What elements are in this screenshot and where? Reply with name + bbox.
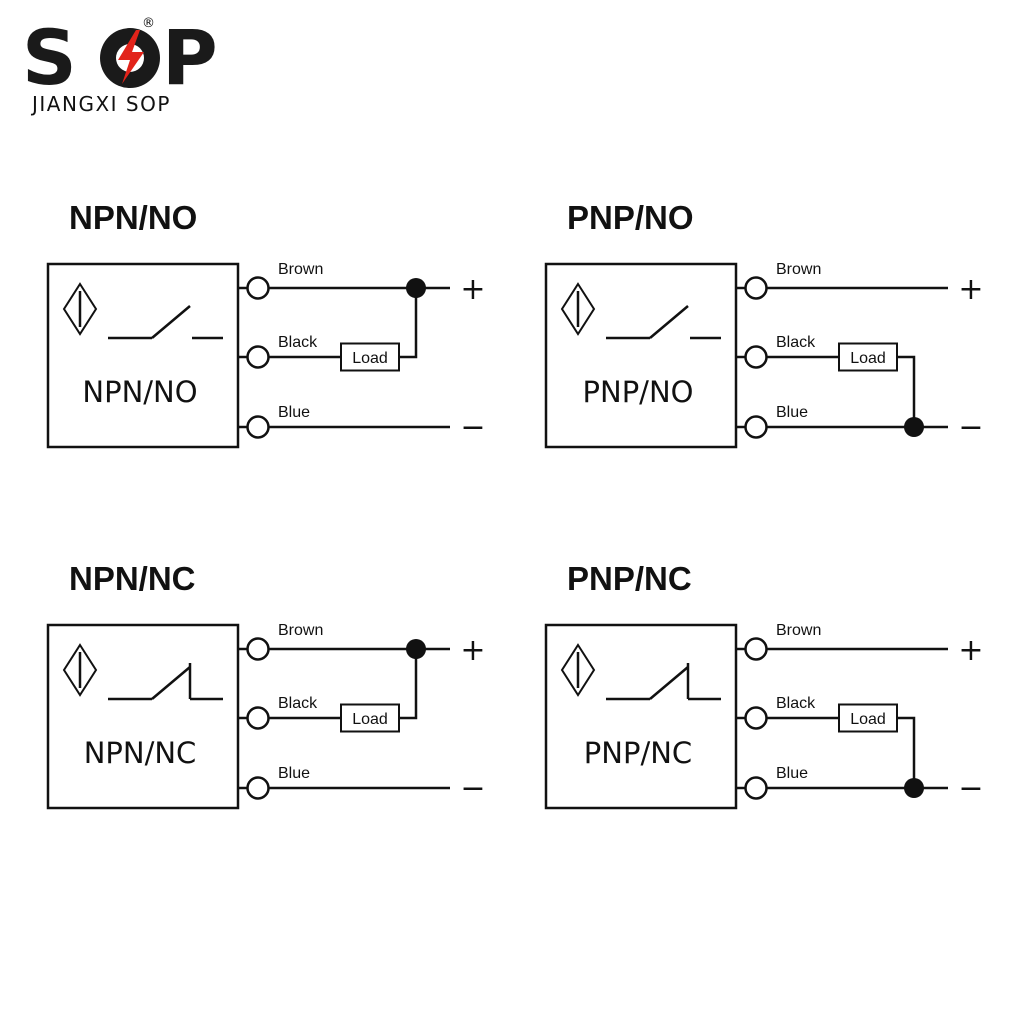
switch-blade bbox=[649, 666, 689, 700]
load-box bbox=[838, 703, 898, 733]
load-return-wire bbox=[399, 288, 418, 359]
minus-sign: − bbox=[460, 771, 485, 806]
terminal-bottom bbox=[246, 776, 270, 800]
logo-letter-p: P bbox=[162, 13, 218, 102]
wire-label-black: Black bbox=[278, 695, 318, 712]
company-name: JIANGXI SOP bbox=[30, 92, 171, 116]
terminal-top bbox=[744, 276, 768, 300]
switch-blade bbox=[151, 305, 191, 339]
sensor-type-label: PNP/NO bbox=[583, 375, 694, 409]
diagram-heading: PNP/NO bbox=[567, 199, 694, 236]
load-label: Load bbox=[352, 350, 388, 367]
sensor-box bbox=[544, 262, 738, 449]
terminal-top bbox=[744, 637, 768, 661]
terminal-middle bbox=[744, 706, 768, 730]
plus-sign: + bbox=[460, 272, 485, 307]
wire-label-brown: Brown bbox=[776, 261, 821, 278]
diagram-heading: NPN/NC bbox=[69, 560, 196, 597]
wire-label-brown: Brown bbox=[278, 261, 323, 278]
lightning-bolt-icon bbox=[118, 30, 144, 84]
wire-label-black: Black bbox=[776, 695, 816, 712]
wire-label-blue: Blue bbox=[776, 404, 808, 421]
terminal-bottom bbox=[744, 776, 768, 800]
junction-dot bbox=[904, 417, 924, 437]
load-return-wire bbox=[897, 355, 916, 427]
sop-logo: S P ® JIANGXI SOP bbox=[22, 13, 218, 116]
diagram-heading: PNP/NC bbox=[567, 560, 692, 597]
junction-dot bbox=[406, 639, 426, 659]
load-return-wire bbox=[399, 649, 418, 720]
proximity-sensor-icon bbox=[62, 643, 98, 697]
registered-mark: ® bbox=[142, 16, 155, 31]
wire-label-blue: Blue bbox=[278, 765, 310, 782]
junction-dot bbox=[904, 778, 924, 798]
load-box bbox=[838, 342, 898, 372]
sensor-type-label: NPN/NC bbox=[84, 736, 197, 770]
plus-sign: + bbox=[958, 633, 983, 668]
load-label: Load bbox=[352, 711, 388, 728]
terminal-bottom bbox=[744, 415, 768, 439]
junction-dot bbox=[406, 278, 426, 298]
sensor-box bbox=[46, 623, 240, 810]
plus-sign: + bbox=[958, 272, 983, 307]
load-label: Load bbox=[850, 350, 886, 367]
wire-label-black: Black bbox=[278, 334, 318, 351]
logo-letter-s: S bbox=[22, 13, 77, 102]
switch-blade bbox=[151, 666, 191, 700]
proximity-sensor-icon bbox=[62, 282, 98, 336]
wire-label-brown: Brown bbox=[278, 622, 323, 639]
sensor-box bbox=[46, 262, 240, 449]
logo-power-circle bbox=[100, 28, 160, 88]
plus-sign: + bbox=[460, 633, 485, 668]
wire-label-brown: Brown bbox=[776, 622, 821, 639]
proximity-sensor-icon bbox=[560, 643, 596, 697]
terminal-middle bbox=[246, 706, 270, 730]
diagram-heading: NPN/NO bbox=[69, 199, 197, 236]
sensor-type-label: PNP/NC bbox=[584, 736, 692, 770]
wire-label-blue: Blue bbox=[278, 404, 310, 421]
terminal-middle bbox=[246, 345, 270, 369]
load-label: Load bbox=[850, 711, 886, 728]
sensor-type-label: NPN/NO bbox=[82, 375, 197, 409]
terminal-top bbox=[246, 637, 270, 661]
minus-sign: − bbox=[958, 771, 983, 806]
terminal-middle bbox=[744, 345, 768, 369]
terminal-bottom bbox=[246, 415, 270, 439]
load-box bbox=[340, 342, 400, 372]
terminal-top bbox=[246, 276, 270, 300]
minus-sign: − bbox=[460, 410, 485, 445]
wire-label-blue: Blue bbox=[776, 765, 808, 782]
wire-label-black: Black bbox=[776, 334, 816, 351]
minus-sign: − bbox=[958, 410, 983, 445]
sensor-box bbox=[544, 623, 738, 810]
switch-blade bbox=[649, 305, 689, 339]
load-return-wire bbox=[897, 716, 916, 788]
proximity-sensor-icon bbox=[560, 282, 596, 336]
